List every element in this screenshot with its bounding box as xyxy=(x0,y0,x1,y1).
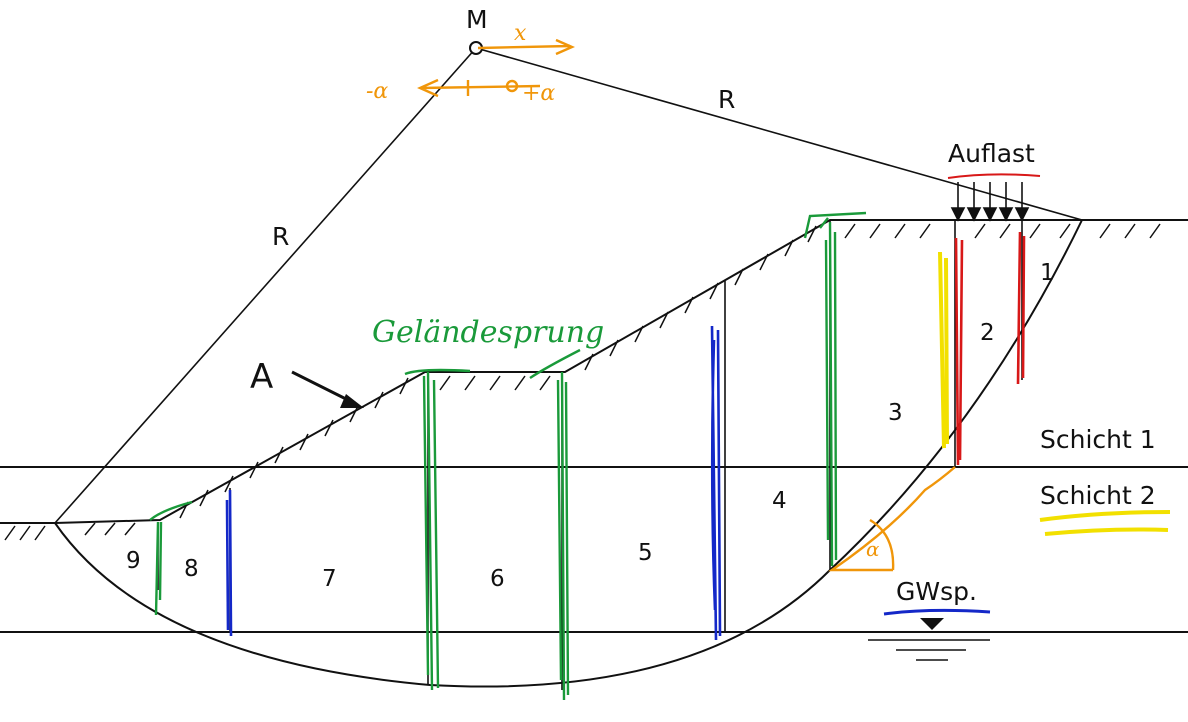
load-arrows xyxy=(950,182,1030,222)
slice-number: 1 xyxy=(1040,260,1055,286)
blue-marks xyxy=(225,325,722,641)
alpha-positive-label: +α xyxy=(522,81,555,106)
load-label: Auflast xyxy=(948,139,1035,168)
slice-number: 9 xyxy=(126,548,141,574)
groundwater-blue-mark xyxy=(883,608,991,616)
alpha-angle-label: α xyxy=(866,537,880,561)
layer2-label: Schicht 2 xyxy=(1040,481,1156,510)
slice-number: 6 xyxy=(490,566,505,592)
x-axis-label: x xyxy=(514,21,527,46)
ground-surface xyxy=(0,219,1188,633)
radius-right-label: R xyxy=(718,85,735,114)
groundwater-label: GWsp. xyxy=(896,577,977,606)
load-red-underline xyxy=(947,173,1041,179)
slip-circle xyxy=(54,219,1083,688)
ground-hatching xyxy=(4,223,1161,541)
orange-marks xyxy=(417,38,956,572)
red-marks xyxy=(954,231,1026,466)
point-a-arrow xyxy=(291,370,364,408)
slice-number: 2 xyxy=(980,320,995,346)
groundwater-symbol xyxy=(868,608,991,661)
radius-lines xyxy=(54,41,1083,524)
alpha-negative-label: -α xyxy=(366,79,388,104)
terrain-step-label: Geländesprung xyxy=(372,315,604,350)
slice-number: 3 xyxy=(888,400,903,426)
layer1-label: Schicht 1 xyxy=(1040,425,1156,454)
slice-number: 5 xyxy=(638,540,653,566)
slice-boundaries xyxy=(157,220,1023,690)
center-label: M xyxy=(466,5,488,34)
radius-left-label: R xyxy=(272,222,289,251)
slice-number: 7 xyxy=(322,566,337,592)
point-a-label: A xyxy=(250,357,273,397)
yellow-marks xyxy=(938,251,1171,536)
green-marks xyxy=(149,211,867,701)
slice-number: 8 xyxy=(184,556,199,582)
slice-number: 4 xyxy=(772,488,787,514)
